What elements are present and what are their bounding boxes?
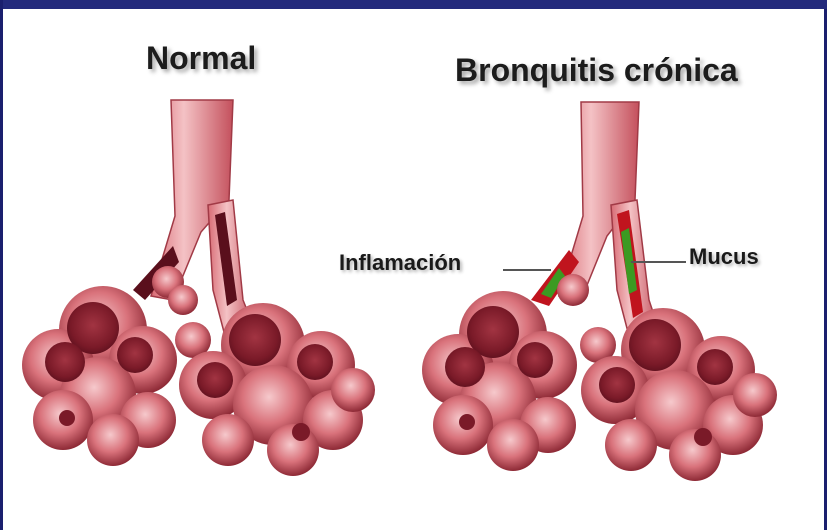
bronchitis-alveoli-cluster-left — [422, 274, 589, 471]
bronchitis-bronchiole-group — [422, 102, 777, 481]
label-inflammation: Inflamación — [339, 250, 461, 276]
title-bronchitis: Bronquitis crónica — [455, 52, 738, 89]
title-normal: Normal — [146, 40, 256, 77]
label-mucus: Mucus — [689, 244, 759, 270]
normal-alveoli-cluster-right — [175, 303, 375, 476]
normal-bronchiole-group — [22, 100, 375, 476]
bronchitis-alveoli-cluster-right — [580, 308, 777, 481]
normal-alveoli-cluster-left — [22, 266, 198, 466]
